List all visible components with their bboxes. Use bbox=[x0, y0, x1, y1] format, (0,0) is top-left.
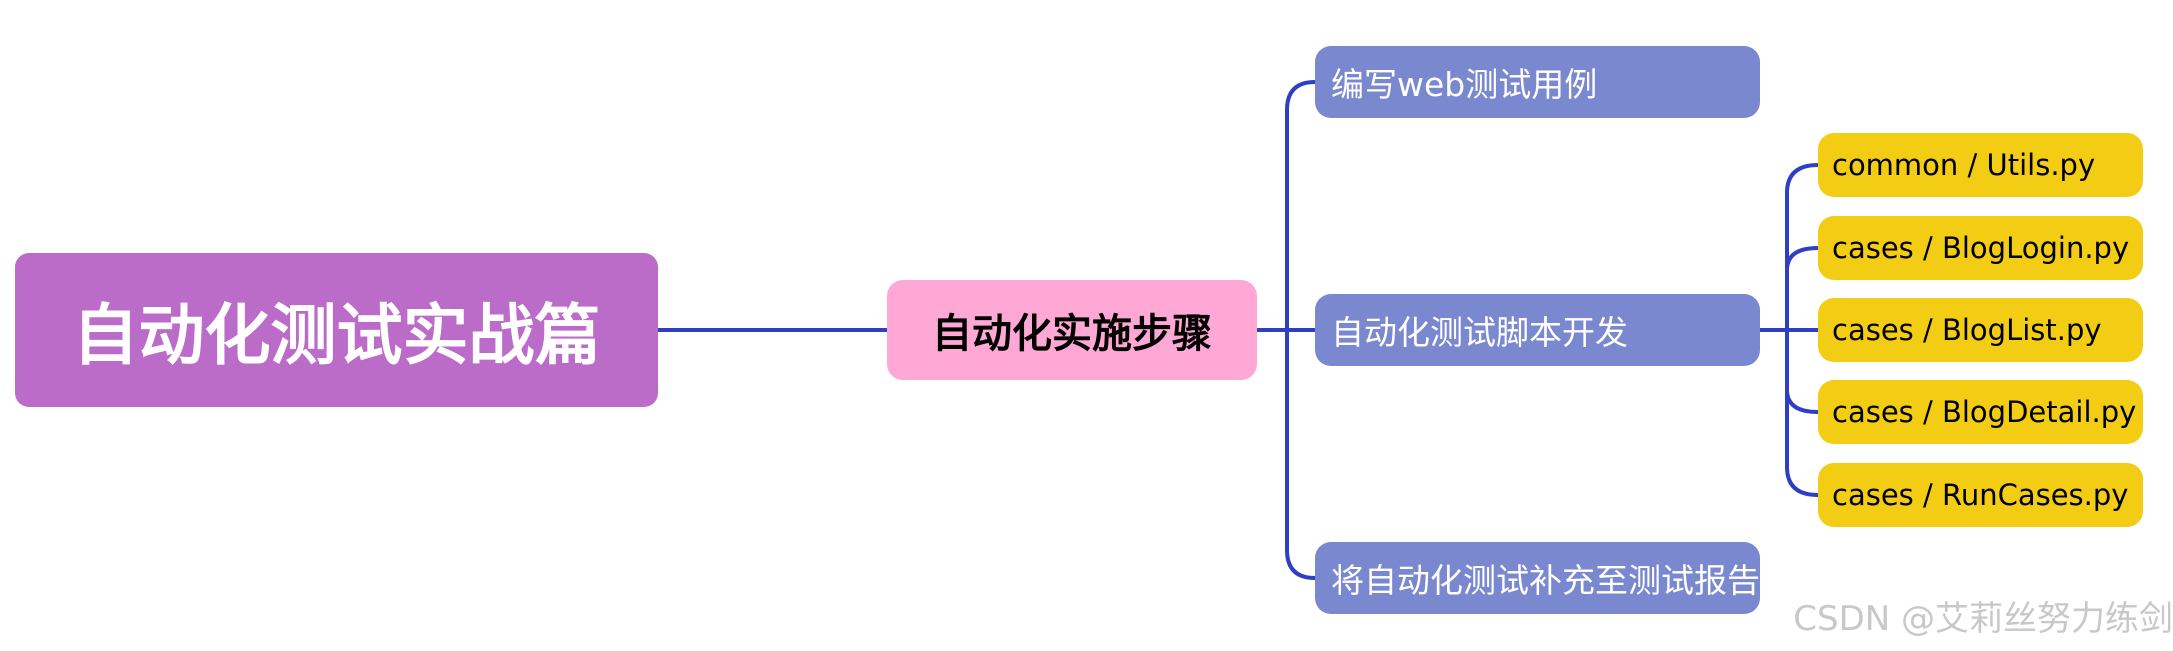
connector-to-file-4 bbox=[1785, 388, 1820, 414]
file-item-utils[interactable]: common / Utils.py bbox=[1818, 133, 2143, 197]
step-item-label: 将自动化测试补充至测试报告 bbox=[1331, 561, 1760, 600]
step-item-label: 编写web测试用例 bbox=[1331, 65, 1598, 104]
step-item-script-dev[interactable]: 自动化测试脚本开发 bbox=[1315, 294, 1760, 366]
file-item-blog-list[interactable]: cases / BlogList.py bbox=[1818, 298, 2143, 362]
step-item-write-cases[interactable]: 编写web测试用例 bbox=[1315, 46, 1760, 118]
root-node[interactable]: 自动化测试实战篇 bbox=[15, 253, 658, 407]
step-node-label: 自动化实施步骤 bbox=[932, 311, 1212, 357]
file-item-blog-detail[interactable]: cases / BlogDetail.py bbox=[1818, 380, 2143, 444]
step-item-label: 自动化测试脚本开发 bbox=[1331, 313, 1628, 352]
step-node[interactable]: 自动化实施步骤 bbox=[887, 280, 1257, 380]
file-item-label: cases / BlogLogin.py bbox=[1832, 231, 2130, 265]
file-item-label: cases / BlogList.py bbox=[1832, 313, 2102, 347]
file-item-run-cases[interactable]: cases / RunCases.py bbox=[1818, 463, 2143, 527]
file-item-blog-login[interactable]: cases / BlogLogin.py bbox=[1818, 216, 2143, 280]
root-label: 自动化测试实战篇 bbox=[72, 297, 601, 374]
file-item-label: common / Utils.py bbox=[1832, 148, 2096, 182]
connector-to-file-2 bbox=[1785, 246, 1820, 272]
step-item-report[interactable]: 将自动化测试补充至测试报告 bbox=[1315, 542, 1760, 614]
file-item-label: cases / RunCases.py bbox=[1832, 478, 2129, 512]
file-item-label: cases / BlogDetail.py bbox=[1832, 395, 2137, 429]
watermark: CSDN @艾莉丝努力练剑 bbox=[1793, 599, 2173, 639]
